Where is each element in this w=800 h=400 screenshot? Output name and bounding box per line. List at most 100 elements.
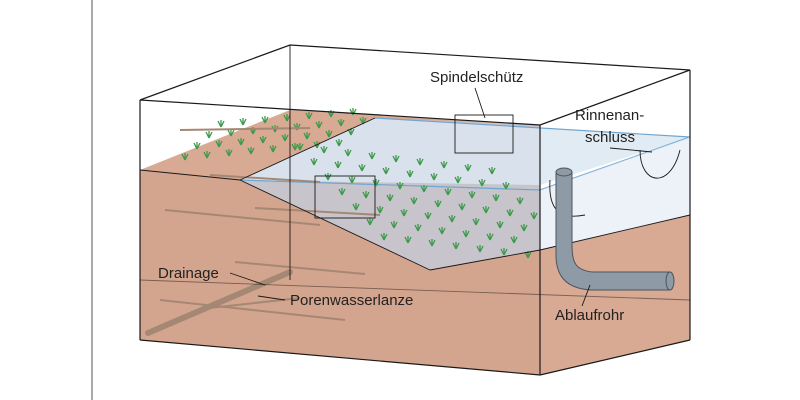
label-outlet-pipe: Ablaufrohr	[555, 284, 624, 324]
plant-tuft	[368, 152, 376, 160]
plant-tuft	[334, 161, 342, 169]
plant-tuft	[428, 239, 436, 247]
plant-tuft	[496, 221, 504, 229]
plant-tuft	[386, 194, 394, 202]
outlet-pipe-top	[555, 167, 573, 177]
bottom-rear-edge	[139, 279, 691, 301]
plant-tuft	[506, 209, 514, 217]
plant-tuft	[448, 215, 456, 223]
label-spindelschuetz: Spindelschütz	[430, 69, 523, 86]
plant-tuft	[424, 212, 432, 220]
plant-tuft	[335, 139, 343, 147]
label-pore-water-lance: Porenwasserlanze	[257, 292, 413, 309]
plant-tuft	[392, 155, 400, 163]
label-spindle-gate: Spindelschütz	[430, 69, 523, 119]
plant-tuft	[366, 218, 374, 226]
soil-right-face	[540, 215, 690, 375]
plant-tuft	[438, 227, 446, 235]
tank-edge	[139, 339, 541, 376]
plant-tuft	[520, 224, 528, 232]
label-drainage: Drainage	[158, 265, 266, 286]
plant-tuft	[261, 116, 269, 124]
plant-tuft	[239, 118, 247, 126]
plant-tuft	[414, 224, 422, 232]
soil-top-edge	[139, 169, 241, 181]
plant-tuft	[303, 132, 311, 140]
plant-tuft	[281, 134, 289, 142]
plant-tuft	[516, 197, 524, 205]
plant-tuft	[325, 130, 333, 138]
leader-line	[609, 147, 653, 153]
plant-tuft	[410, 197, 418, 205]
plant-tuft	[225, 149, 233, 157]
plant-tuft	[486, 233, 494, 241]
leader-line	[581, 284, 591, 307]
plant-tuft	[259, 136, 267, 144]
leader-line	[257, 295, 286, 301]
plant-tuft	[492, 194, 500, 202]
drainage-pipe-lateral	[179, 127, 311, 131]
plant-tuft	[476, 245, 484, 253]
outlet-pipe	[555, 167, 675, 291]
plant-tuft	[372, 179, 380, 187]
drainage-pipe	[145, 269, 293, 336]
label-porenwasserlanze: Porenwasserlanze	[290, 292, 413, 309]
label-rinnenanschluss-1: Rinnenan-	[575, 107, 644, 124]
water-line-back	[374, 117, 691, 138]
plant-tuft	[462, 230, 470, 238]
plant-tuft	[181, 153, 189, 161]
plant-tuft	[382, 167, 390, 175]
drainage-pipe-lateral	[234, 261, 366, 275]
plant-tuft	[530, 212, 538, 220]
plant-tuft	[324, 173, 332, 181]
plant-tuft	[205, 131, 213, 139]
label-rinnenanschluss-2: schluss	[585, 129, 635, 146]
plant-tuft	[376, 206, 384, 214]
water-right-volume	[540, 137, 690, 250]
plant-tuft	[337, 119, 345, 127]
plant-tuft	[310, 158, 318, 166]
plant-tuft	[358, 164, 366, 172]
soil-top-edge	[239, 179, 431, 271]
plant-tuft	[400, 209, 408, 217]
plant-tuft	[510, 236, 518, 244]
drainage-pipe-lateral	[209, 174, 321, 183]
plant-tuft	[416, 158, 424, 166]
plant-tuft	[237, 138, 245, 146]
leader-line	[474, 87, 486, 119]
plant-tuft	[348, 176, 356, 184]
drainage-pipe-lateral	[254, 207, 381, 216]
plant-tuft	[420, 185, 428, 193]
plant-tuft	[247, 147, 255, 155]
plant-tuft	[296, 143, 304, 151]
label-channel-connection: Rinnenan- schluss	[575, 107, 653, 153]
plant-tuft	[440, 161, 448, 169]
channel-connection-arc	[639, 149, 681, 179]
tank-edge	[539, 339, 691, 376]
plant-tuft	[215, 140, 223, 148]
plant-tuft	[362, 191, 370, 199]
plant-tuft	[344, 149, 352, 157]
plant-tuft	[444, 188, 452, 196]
spindle-gate-front	[314, 175, 376, 219]
outlet-pipe-end	[665, 271, 675, 291]
tank-frame	[139, 44, 691, 376]
plant-tuft	[430, 173, 438, 181]
plant-tuft	[315, 121, 323, 129]
drainage-pipe-lateral	[164, 209, 321, 226]
plant-tuft	[203, 151, 211, 159]
plant-tuft	[454, 176, 462, 184]
plant-tuft	[468, 191, 476, 199]
plant-tuft	[482, 206, 490, 214]
label-ablaufrohr: Ablaufrohr	[555, 307, 624, 324]
plant-tuft	[478, 179, 486, 187]
plant-tuft	[458, 203, 466, 211]
plant-tuft	[472, 218, 480, 226]
plant-tuft	[502, 182, 510, 190]
plant-tuft	[500, 248, 508, 256]
drainage-pipes	[145, 127, 381, 336]
plant-tuft	[488, 167, 496, 175]
plant-tuft	[406, 170, 414, 178]
plant-tuft	[338, 188, 346, 196]
